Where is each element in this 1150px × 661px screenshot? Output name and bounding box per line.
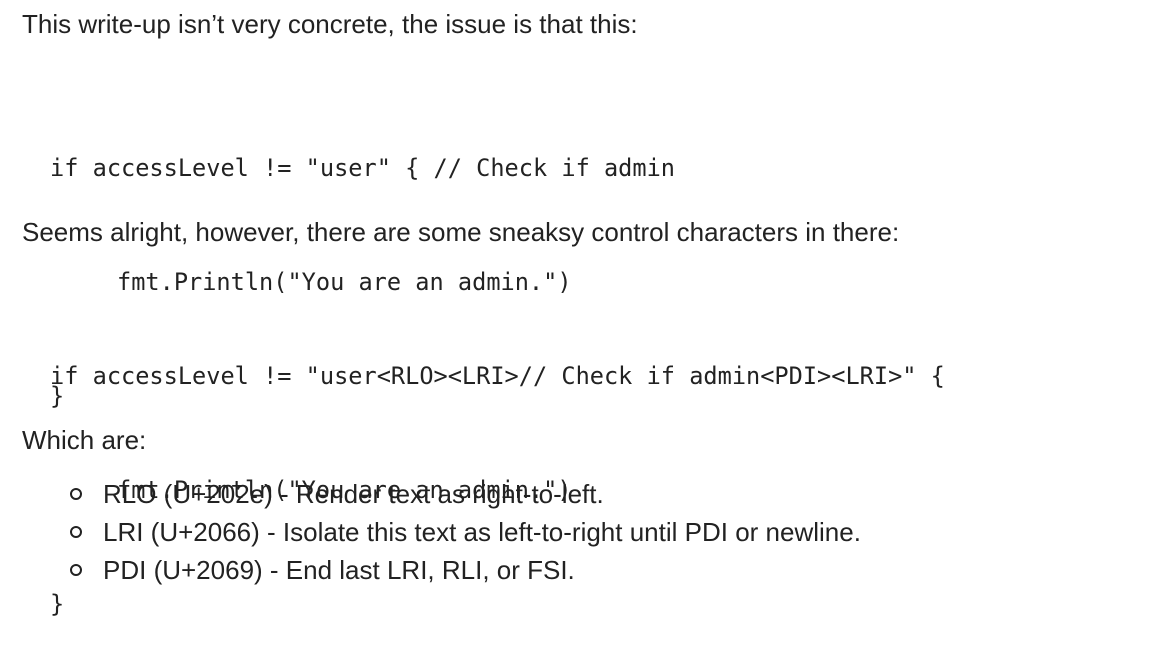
code-block-revealed: if accessLevel != "user<RLO><LRI>// Chec…	[50, 281, 945, 661]
list-item-text: RLO (U+202e) - Render text as right-to-l…	[103, 479, 604, 509]
control-characters-list: RLO (U+202e) - Render text as right-to-l…	[70, 475, 861, 589]
code-block-original: if accessLevel != "user" { // Check if a…	[50, 73, 675, 453]
hollow-bullet-icon	[70, 488, 82, 500]
middle-paragraph: Seems alright, however, there are some s…	[22, 217, 900, 247]
list-item: PDI (U+2069) - End last LRI, RLI, or FSI…	[70, 551, 861, 589]
which-paragraph: Which are:	[22, 425, 147, 455]
code-line-if: if accessLevel != "user<RLO><LRI>// Chec…	[50, 362, 945, 390]
intro-paragraph: This write-up isn’t very concrete, the i…	[22, 9, 638, 39]
hollow-bullet-icon	[70, 564, 82, 576]
hollow-bullet-icon	[70, 526, 82, 538]
list-item-text: PDI (U+2069) - End last LRI, RLI, or FSI…	[103, 555, 575, 585]
code-line-close-brace: }	[50, 590, 65, 618]
code-line-if: if accessLevel != "user" { // Check if a…	[50, 154, 676, 182]
list-item: RLO (U+202e) - Render text as right-to-l…	[70, 475, 861, 513]
code-line-println: fmt.Println("You are an admin.")	[117, 476, 572, 504]
code-line-close-brace: }	[50, 382, 65, 410]
list-item-text: LRI (U+2066) - Isolate this text as left…	[103, 517, 861, 547]
list-item: LRI (U+2066) - Isolate this text as left…	[70, 513, 861, 551]
code-line-println: fmt.Println("You are an admin.")	[117, 268, 572, 296]
